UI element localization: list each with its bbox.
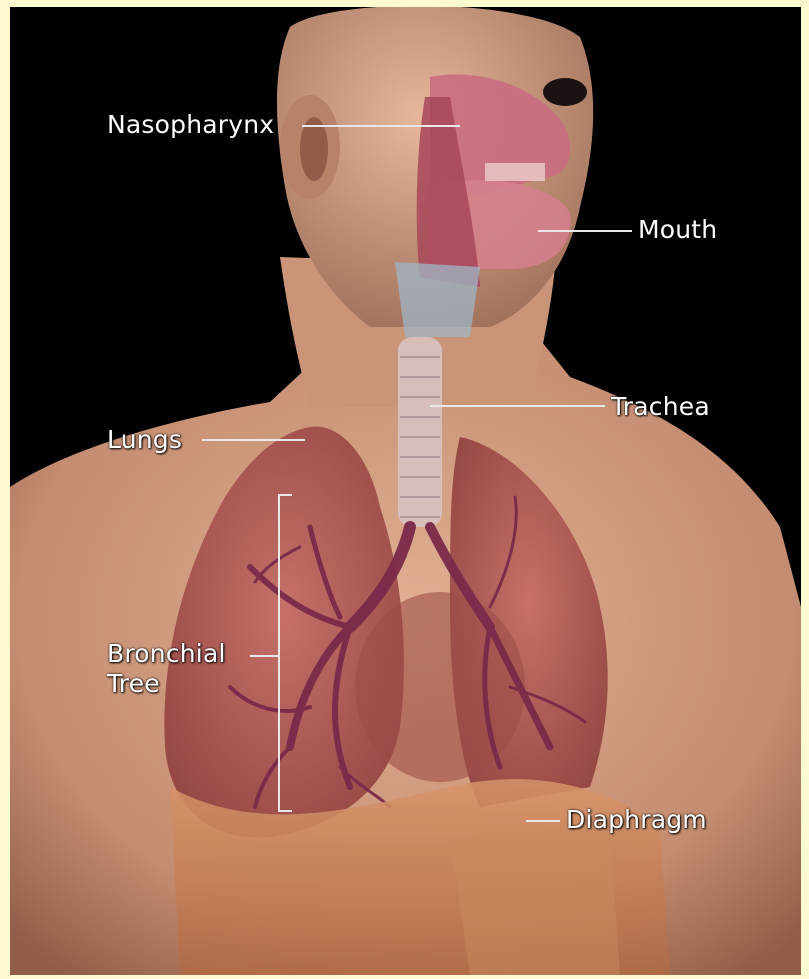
label-bronchial-line2: Tree (107, 669, 226, 699)
label-bronchial-line1: Bronchial (107, 639, 226, 669)
eye (543, 78, 587, 106)
label-bronchial-tree: Bronchial Tree (107, 639, 226, 699)
bracket-bronchial-tree (278, 494, 292, 812)
label-diaphragm: Diaphragm (566, 805, 707, 835)
leader-nasopharynx (302, 125, 460, 127)
leader-trachea (430, 405, 605, 407)
label-mouth: Mouth (638, 215, 717, 245)
anatomy-illustration: Nasopharynx Mouth Trachea Lungs Bronchia… (10, 7, 801, 975)
leader-bronchial-tree (250, 655, 278, 657)
label-lungs: Lungs (107, 425, 182, 455)
label-trachea: Trachea (611, 392, 710, 422)
leader-lungs (202, 439, 305, 441)
larynx (395, 262, 480, 337)
trachea-shape (398, 337, 442, 527)
leader-diaphragm (526, 820, 560, 822)
leader-mouth (538, 230, 632, 232)
label-nasopharynx: Nasopharynx (107, 110, 274, 140)
